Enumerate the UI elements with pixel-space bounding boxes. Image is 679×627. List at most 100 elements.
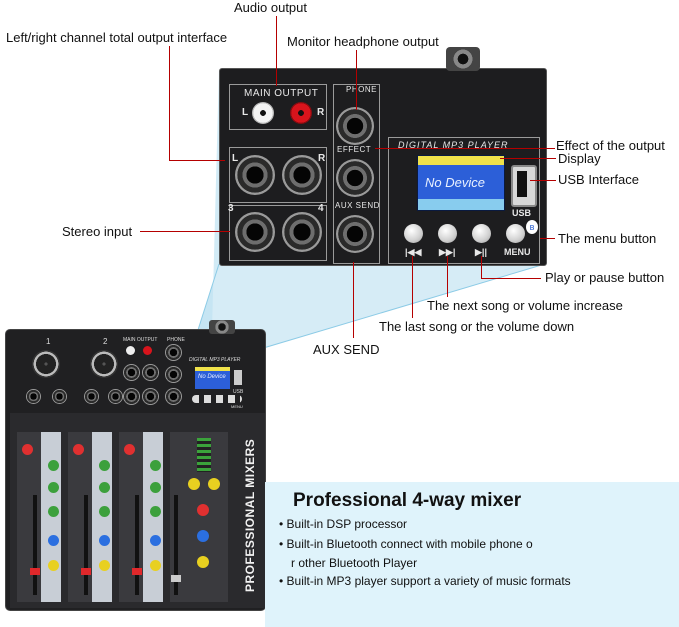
wire-lr-total-v (169, 46, 170, 160)
knob-aux-3[interactable] (150, 535, 161, 546)
lr-jack-box (229, 147, 327, 203)
mixer-jack-f[interactable] (165, 366, 182, 383)
ch4-label: 4 (318, 203, 324, 214)
wire-stereo-input (140, 231, 230, 232)
knob-aux-2[interactable] (99, 535, 110, 546)
mixer-jack-g[interactable] (165, 388, 182, 405)
mixer-jack-a[interactable] (123, 364, 140, 381)
wire-aux-send (353, 262, 354, 338)
mixer-jack-e[interactable] (165, 344, 182, 361)
bluetooth-icon: ʙ (526, 220, 538, 234)
knob-eq-1c[interactable] (48, 506, 59, 517)
mixer-usb-port[interactable] (234, 370, 242, 385)
phone-jack[interactable] (336, 107, 374, 145)
knob-pan-1[interactable] (48, 560, 59, 571)
mixer-top-jack (209, 320, 235, 334)
knob-aux-1[interactable] (48, 535, 59, 546)
knob-gain-1[interactable] (22, 444, 33, 455)
wire-next (447, 256, 448, 297)
mixer-jack-i[interactable] (52, 389, 67, 404)
mixer-jack-j[interactable] (84, 389, 99, 404)
fader-cap-master[interactable] (171, 575, 181, 582)
level-meter (197, 438, 211, 472)
wire-play-v (481, 256, 482, 278)
rca-left-white[interactable] (252, 102, 274, 124)
mixer-xlr-2[interactable] (90, 350, 118, 378)
play-pause-button[interactable] (472, 224, 491, 243)
phone-label: PHONE (346, 85, 377, 94)
rca-right-red[interactable] (290, 102, 312, 124)
callout-stereo-input: Stereo input (62, 224, 133, 239)
mixer-jack-b[interactable] (142, 364, 159, 381)
channel-strip-2 (68, 432, 112, 602)
effect-label: EFFECT (337, 145, 372, 154)
callout-lr-total-output: Left/right channel total output interfac… (6, 30, 228, 45)
knob-eq-3c[interactable] (150, 506, 161, 517)
main-out-jack-left[interactable] (235, 155, 275, 195)
callout-last-song: The last song or the volume down (379, 319, 575, 334)
mixer-ch2-label: 2 (103, 337, 108, 346)
knob-phone[interactable] (197, 504, 209, 516)
mixer-ch1-label: 1 (46, 337, 51, 346)
knob-master-a[interactable] (188, 478, 200, 490)
channel-strip-1 (17, 432, 61, 602)
next-button[interactable] (438, 224, 457, 243)
mixer-rca-left[interactable] (126, 346, 135, 355)
feature-bullet-3: • Built-in MP3 player support a variety … (279, 574, 571, 588)
wire-monitor-headphone (356, 50, 357, 110)
knob-eq-2a[interactable] (99, 460, 110, 471)
play-pause-icon: ▶|| (475, 247, 487, 257)
fader-cap-3[interactable] (132, 568, 142, 575)
prev-button[interactable] (404, 224, 423, 243)
mixer-jack-h[interactable] (26, 389, 41, 404)
knob-pan-3[interactable] (150, 560, 161, 571)
fader-track-master (174, 495, 178, 595)
callout-display: Display (558, 151, 601, 166)
stereo-in-jack-3[interactable] (235, 212, 275, 252)
usb-slot (517, 171, 527, 197)
stereo-in-jack-4[interactable] (282, 212, 322, 252)
knob-master-b[interactable] (208, 478, 220, 490)
ch3-label: 3 (228, 203, 234, 214)
mixer-xlr-1[interactable] (32, 350, 60, 378)
feature-bullet-1-text: Built-in DSP processor (286, 517, 408, 531)
knob-pan-2[interactable] (99, 560, 110, 571)
zoomed-panel: MAIN OUTPUT L R L R 3 4 PHONE EFFECT AUX… (219, 47, 547, 266)
menu-button[interactable] (506, 224, 525, 243)
aux-send-jack[interactable] (336, 215, 374, 253)
prev-icon: |◀◀ (405, 247, 422, 257)
mixer-jack-k[interactable] (108, 389, 123, 404)
knob-eq-2c[interactable] (99, 506, 110, 517)
knob-aux-master[interactable] (197, 530, 209, 542)
callout-play-pause: Play or pause button (545, 270, 665, 285)
wire-menu (540, 238, 555, 239)
mixer-rca-right[interactable] (143, 346, 152, 355)
feature-bullet-2-cont: r other Bluetooth Player (291, 556, 417, 570)
knob-gain-3[interactable] (124, 444, 135, 455)
fader-cap-2[interactable] (81, 568, 91, 575)
headphone-jack-top (446, 47, 480, 71)
main-out-jack-right[interactable] (282, 155, 322, 195)
effect-jack[interactable] (336, 159, 374, 197)
fader-track-3 (135, 495, 139, 595)
wire-play-h (481, 278, 541, 279)
mixer-jack-d[interactable] (142, 388, 159, 405)
wire-usb (530, 180, 556, 181)
mixer-phone-label: PHONE (167, 337, 185, 343)
knob-eq-1a[interactable] (48, 460, 59, 471)
callout-effect-output: Effect of the output (556, 138, 665, 153)
knob-dsp[interactable] (197, 556, 209, 568)
knob-eq-2b[interactable] (99, 482, 110, 493)
player-box (388, 137, 540, 264)
feature-bullet-2-cont-text: r other Bluetooth Player (291, 556, 418, 570)
next-icon: ▶▶| (439, 247, 456, 257)
knob-eq-1b[interactable] (48, 482, 59, 493)
mixer-jack-c[interactable] (123, 388, 140, 405)
knob-eq-3b[interactable] (150, 482, 161, 493)
knob-gain-2[interactable] (73, 444, 84, 455)
fader-cap-1[interactable] (30, 568, 40, 575)
knob-eq-3a[interactable] (150, 460, 161, 471)
fader-track-2 (84, 495, 88, 595)
main-output-label: MAIN OUTPUT (244, 88, 319, 99)
mixer-player-buttons (192, 395, 242, 403)
